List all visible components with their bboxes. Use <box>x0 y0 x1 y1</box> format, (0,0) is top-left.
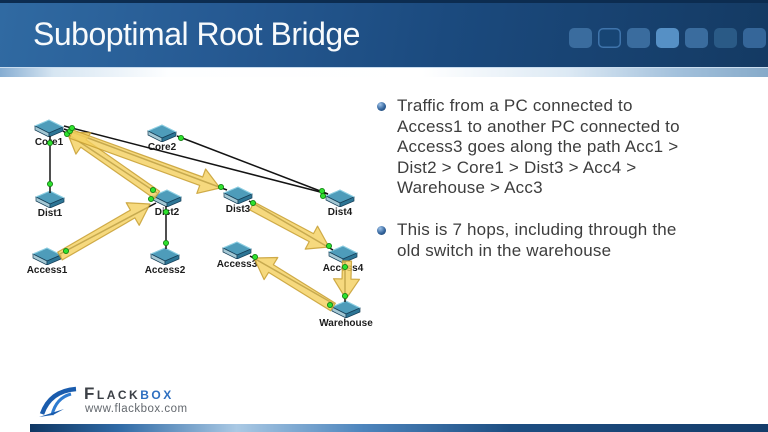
device-core1: Core1 <box>34 119 64 148</box>
device-dist2: Dist2 <box>152 189 182 218</box>
device-access4: Access4 <box>323 245 363 274</box>
device-access2: Access2 <box>145 247 185 276</box>
bullet-icon <box>377 102 386 111</box>
bullet-item: This is 7 hops, including through the ol… <box>377 220 759 261</box>
logo-wordmark: Flackbox <box>84 384 174 404</box>
flow-arrow-core1-dist3 <box>68 129 221 194</box>
decor-square-icon <box>685 28 708 48</box>
device-label: Warehouse <box>319 318 373 329</box>
switch-icon <box>325 189 355 208</box>
device-label: Dist1 <box>37 208 63 219</box>
device-label: Dist4 <box>327 207 353 218</box>
device-label: Access2 <box>144 265 186 276</box>
bridge-swoosh-icon <box>39 386 77 417</box>
switch-icon <box>328 245 358 264</box>
decor-square-icon <box>656 28 679 48</box>
logo-website: www.flackbox.com <box>85 403 188 415</box>
device-access1: Access1 <box>27 247 67 276</box>
device-label: Core1 <box>34 137 64 148</box>
decor-square-icon <box>598 28 621 48</box>
switch-icon <box>150 247 180 266</box>
device-label: Access3 <box>216 259 258 270</box>
switch-icon <box>331 300 361 319</box>
device-dist4: Dist4 <box>325 189 355 218</box>
bullet-text: This is 7 hops, including through the ol… <box>397 220 677 260</box>
decor-square-icon <box>743 28 766 48</box>
footer-gradient-bar <box>30 424 768 432</box>
device-dist3: Dist3 <box>223 186 253 215</box>
device-label: Core2 <box>147 142 177 153</box>
device-label: Access1 <box>26 265 68 276</box>
decor-square-icon <box>627 28 650 48</box>
switch-icon <box>152 189 182 208</box>
header-gradient-strip <box>0 67 768 77</box>
switch-icon <box>222 241 252 260</box>
slide-header: Suboptimal Root Bridge <box>0 0 768 67</box>
device-access3: Access3 <box>217 241 257 270</box>
link-core1-dist4 <box>63 125 329 195</box>
logo-text-primary: Flack <box>84 384 141 403</box>
switch-icon <box>35 190 65 209</box>
device-warehouse: Warehouse <box>319 300 373 329</box>
bullet-item: Traffic from a PC connected to Access1 t… <box>377 96 759 199</box>
device-label: Access4 <box>322 263 364 274</box>
device-core2: Core2 <box>147 124 177 153</box>
switch-icon <box>223 186 253 205</box>
device-label: Dist3 <box>225 204 251 215</box>
decor-squares <box>569 28 766 48</box>
bullet-text: Traffic from a PC connected to Access1 t… <box>397 96 680 197</box>
flackbox-logo: Flackbox www.flackbox.com <box>38 382 248 420</box>
switch-icon <box>147 124 177 143</box>
decor-square-icon <box>569 28 592 48</box>
page-title: Suboptimal Root Bridge <box>33 16 360 52</box>
bullet-icon <box>377 226 386 235</box>
switch-icon <box>34 119 64 138</box>
device-dist1: Dist1 <box>35 190 65 219</box>
device-label: Dist2 <box>154 207 180 218</box>
switch-icon <box>32 247 62 266</box>
decor-square-icon <box>714 28 737 48</box>
link-core1-dist3 <box>63 128 228 191</box>
logo-text-accent: box <box>140 384 174 403</box>
